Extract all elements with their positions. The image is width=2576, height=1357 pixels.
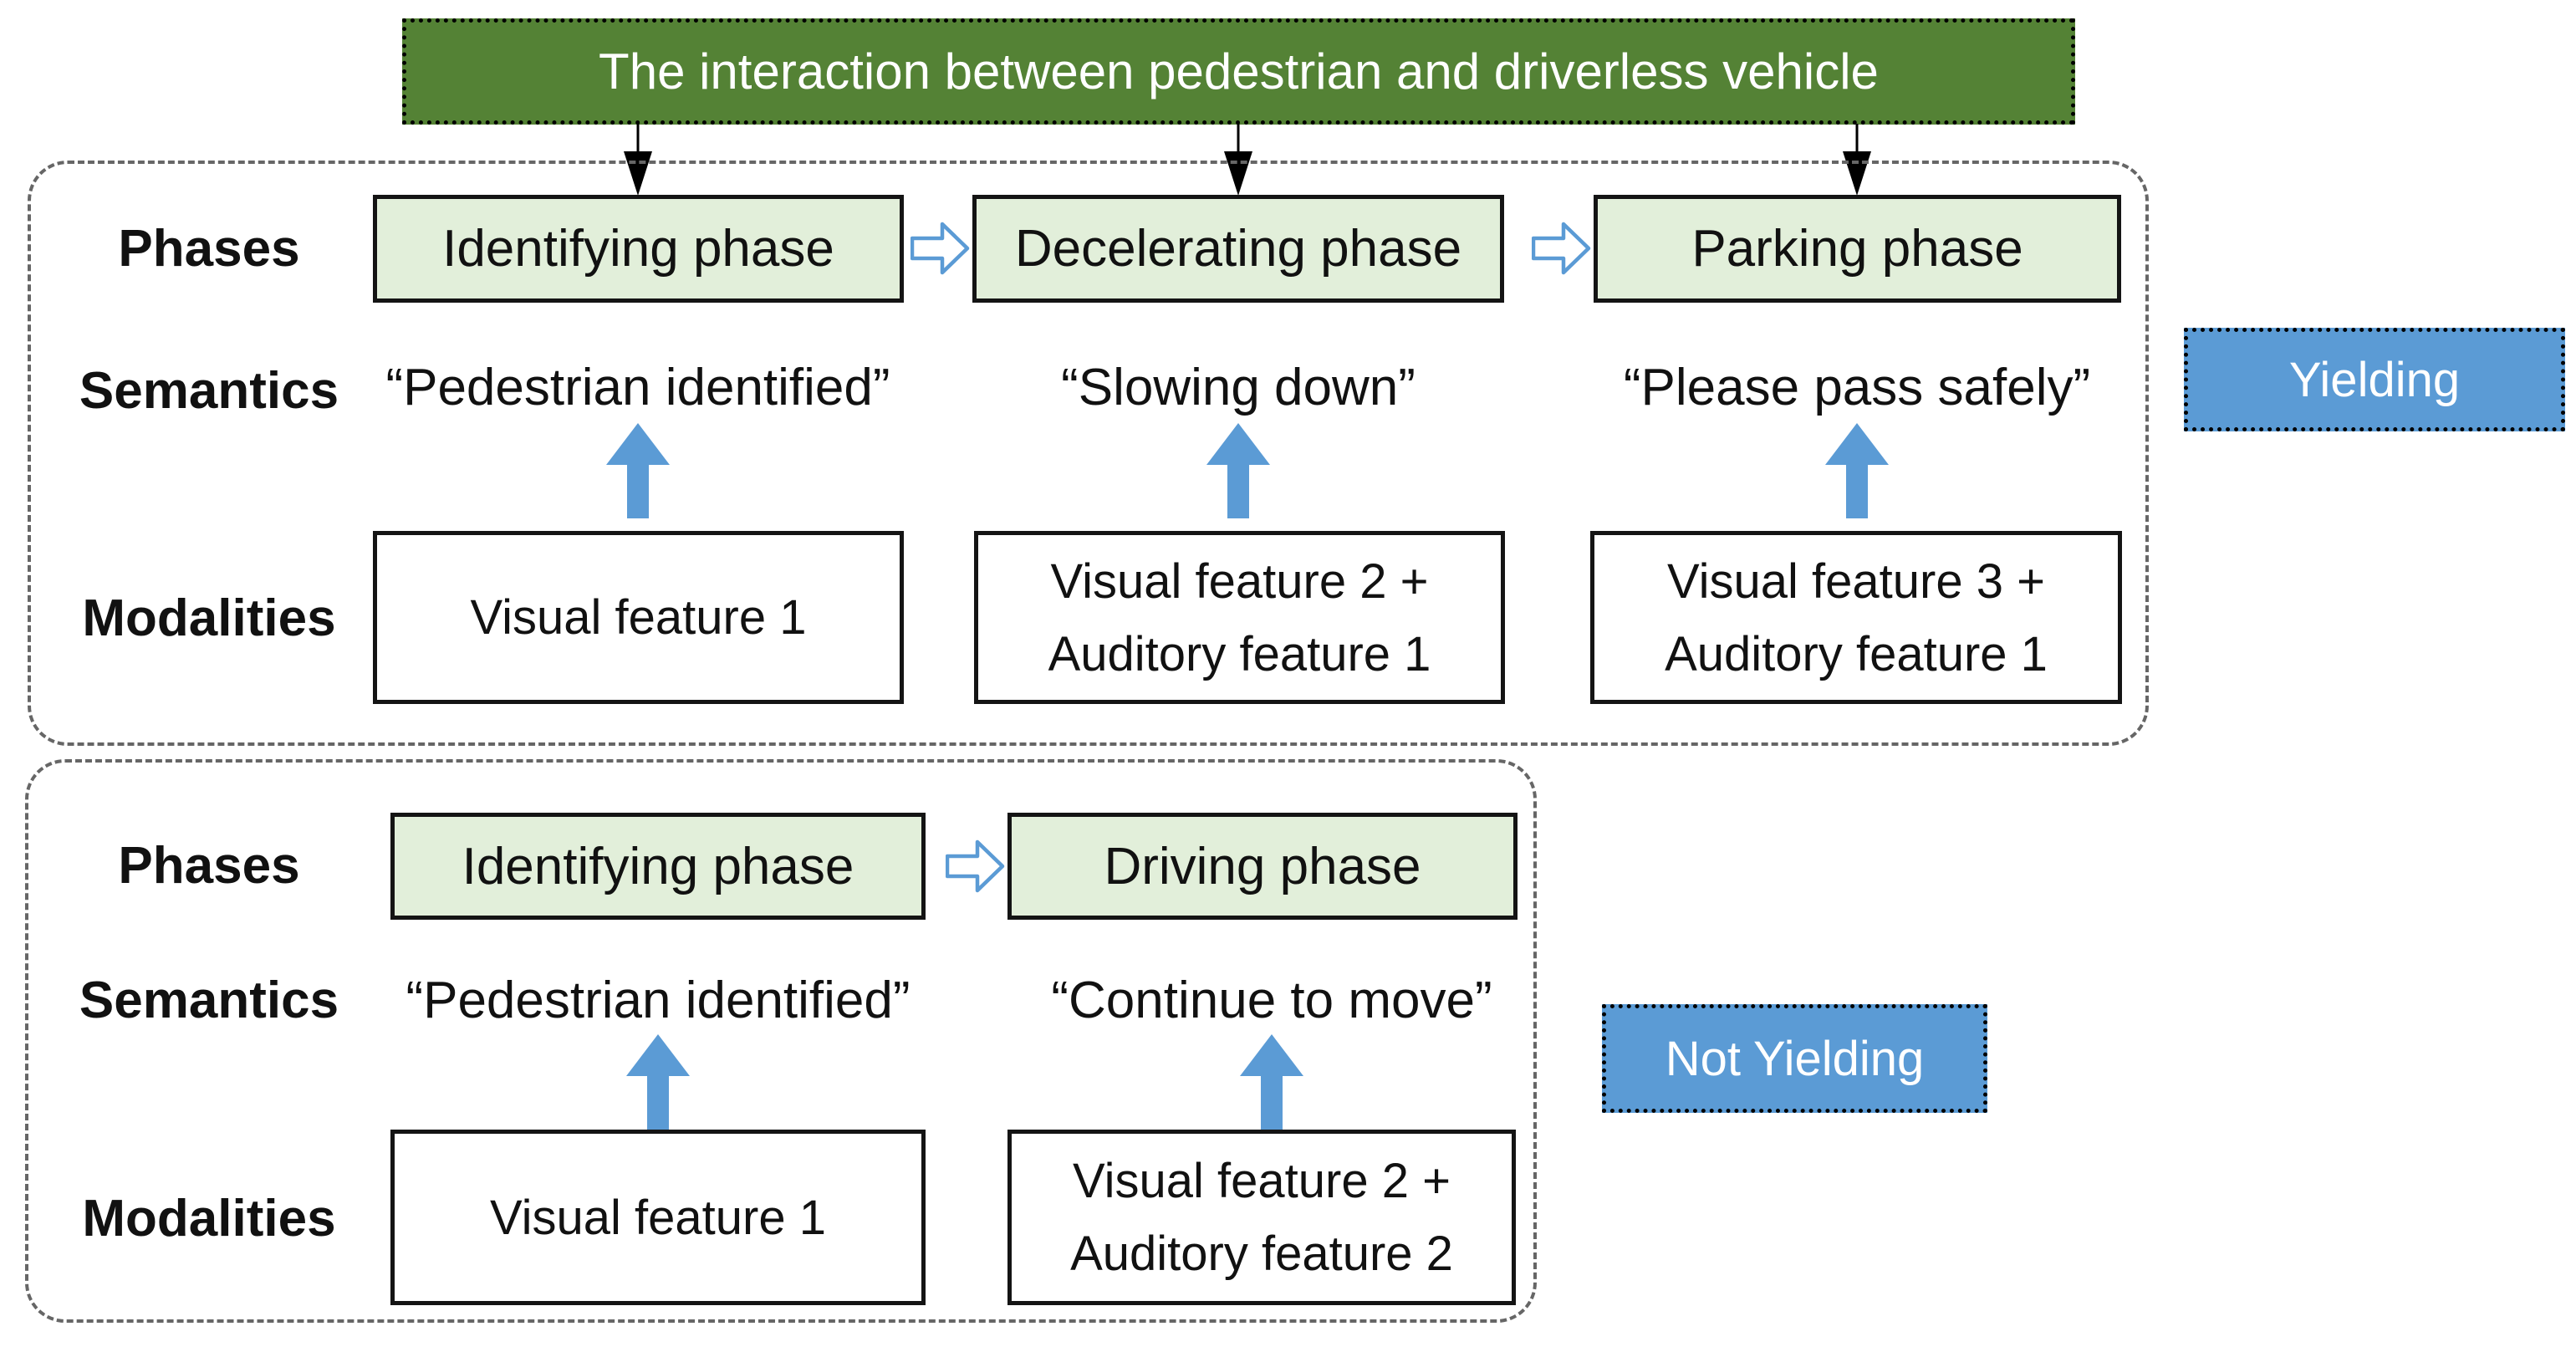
row-label-modalities: Modalities [82,589,336,647]
phase-box-identifying: Identifying phase [390,813,926,920]
modality-line: Visual feature 2 + [1050,554,1429,609]
phase-label: Decelerating phase [1014,220,1462,278]
row-label-modalities: Modalities [82,1190,336,1247]
semantics-quote: “Slowing down” [1061,359,1416,416]
modality-line: Auditory feature 1 [1048,626,1431,681]
arrow-up-icon [606,423,670,518]
semantics-quote: “Pedestrian identified” [406,972,911,1029]
arrow-up-icon [626,1034,690,1130]
modality-line: Visual feature 1 [490,1190,826,1245]
modality-line: Visual feature 3 + [1667,554,2045,609]
connector-arrowhead [624,151,652,196]
connector-down-arrow-icon [1842,124,1872,196]
arrow-up-icon [1206,423,1270,518]
modality-line: Auditory feature 2 [1070,1227,1453,1281]
arrow-right-icon [946,839,1006,894]
modality-line: Visual feature 1 [470,590,807,645]
modality-line: Visual feature 2 + [1073,1154,1451,1208]
figure-title: The interaction between pedestrian and d… [599,43,1879,99]
not-yielding-badge-label: Not Yielding [1665,1031,1925,1086]
modality-line: Auditory feature 1 [1665,626,2048,681]
arrow-right-icon [911,221,971,276]
panel-yielding [28,161,2149,746]
connector-line [1855,124,1859,154]
modality-box: Visual feature 2 + Auditory feature 1 [974,531,1505,704]
phase-box-driving: Driving phase [1007,813,1518,920]
not-yielding-badge: Not Yielding [1602,1004,1987,1113]
arrow-right-icon [1532,221,1592,276]
modality-box: Visual feature 1 [390,1130,926,1305]
semantics-quote: “Continue to move” [1051,972,1492,1029]
phase-label: Identifying phase [442,220,834,278]
phase-box-identifying: Identifying phase [373,195,904,303]
modality-box: Visual feature 2 + Auditory feature 2 [1007,1130,1516,1305]
figure-title-box: The interaction between pedestrian and d… [402,18,2075,125]
panel-not-yielding [25,759,1537,1323]
connector-line [1237,124,1240,154]
phase-label: Parking phase [1691,220,2023,278]
connector-line [636,124,640,154]
phase-box-decelerating: Decelerating phase [972,195,1504,303]
phase-label: Driving phase [1104,837,1421,895]
arrow-up-icon [1240,1034,1303,1130]
phase-label: Identifying phase [462,837,854,895]
semantics-quote: “Pedestrian identified” [385,359,890,416]
row-label-phases: Phases [118,220,300,278]
modality-box: Visual feature 3 + Auditory feature 1 [1590,531,2122,704]
connector-arrowhead [1843,151,1871,196]
modality-box: Visual feature 1 [373,531,904,704]
semantics-quote: “Please pass safely” [1623,359,2091,416]
connector-arrowhead [1224,151,1252,196]
arrow-up-icon [1825,423,1889,518]
yielding-badge-label: Yielding [2288,352,2461,407]
yielding-badge: Yielding [2184,328,2565,431]
row-label-semantics: Semantics [79,362,339,420]
row-label-semantics: Semantics [79,972,339,1029]
phase-box-parking: Parking phase [1594,195,2121,303]
connector-down-arrow-icon [623,124,653,196]
connector-down-arrow-icon [1223,124,1253,196]
row-label-phases: Phases [118,837,300,895]
